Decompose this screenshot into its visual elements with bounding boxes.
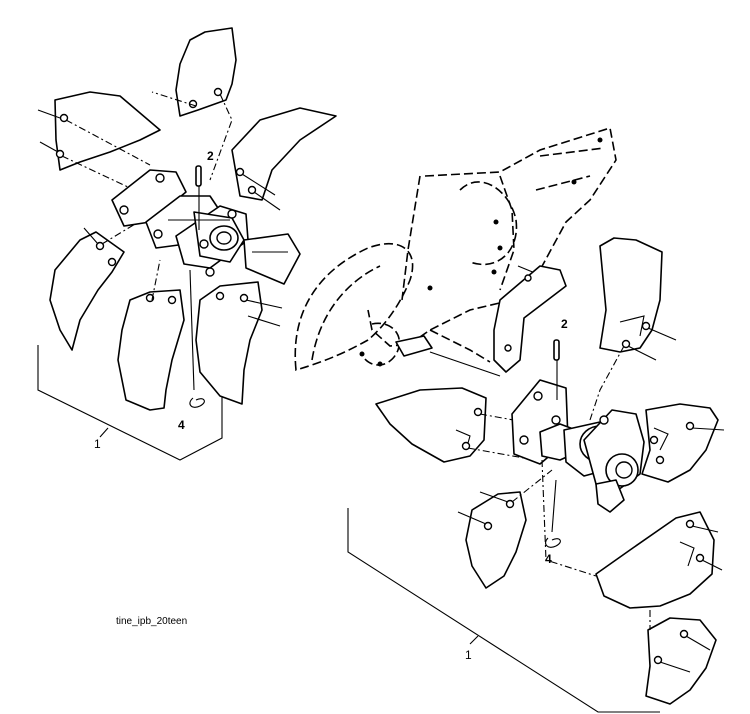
callout-assembly-right: 1 <box>465 648 472 662</box>
callout-assembly-left: 1 <box>94 437 101 451</box>
callout-pin-left: 2 <box>207 149 214 163</box>
callout-clip-right: 4 <box>545 552 552 566</box>
callout-clip-left: 4 <box>178 418 185 432</box>
left-tine-assembly <box>37 27 337 461</box>
callout-pin-right: 2 <box>561 317 568 331</box>
right-tine-assembly <box>294 126 725 713</box>
diagram-caption: tine_ipb_20teen <box>116 616 188 627</box>
